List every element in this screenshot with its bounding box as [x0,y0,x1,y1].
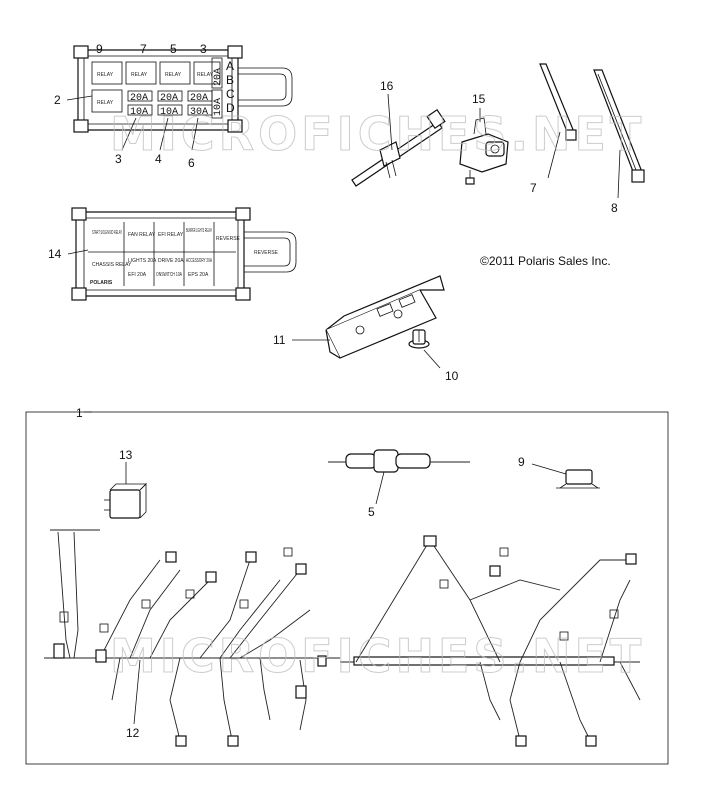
callout-9: 9 [518,455,525,469]
cover-cell: EFI RELAY [158,232,184,238]
callout-5: 5 [368,505,375,519]
callout-7: 7 [530,181,537,195]
relay-label: RELAY [131,72,148,78]
watermark-top: MICROFICHES.NET [110,107,645,161]
relay-label: RELAY [97,72,114,78]
callout-11: 11 [273,333,286,347]
copyright-notice: ©2011 Polaris Sales Inc. [480,254,611,268]
cover-cell: DRIVE 20A [158,258,184,264]
callout-16: 16 [380,79,394,93]
relay [104,483,147,519]
callout-2: 2 [54,93,61,107]
row-letter-c: C [226,87,235,101]
callout-10: 10 [445,369,459,383]
cover-cell: START SOLENOID RELAY [92,230,122,236]
cable-tie-clip [351,109,446,187]
mounting-bracket [325,275,445,359]
callout-12: 12 [126,726,140,740]
fuse-box-cover: START SOLENOID RELAY FAN RELAY EFI RELAY… [71,207,297,301]
harness-assembly-frame [25,411,669,765]
relay-label: RELAY [165,72,182,78]
cover-cell: EPS 20A [188,272,209,278]
inline-fuse-holder [328,449,470,473]
fuse-10a: 10A [130,107,148,118]
cover-reverse-label: REVERSE [254,250,279,256]
cover-cell: ACCESSORY 20A [186,258,212,264]
relay-label: RELAY [197,72,214,78]
row-letter-a: A [226,59,234,73]
main-wire-harness [44,529,641,747]
cover-cell: FAN RELAY [128,232,156,238]
cover-cell: EFI 20A [128,272,147,278]
side-fuse-10a: 10A [213,98,224,116]
fuse-20a: 20A [190,93,208,104]
fuse-20a: 20A [160,93,178,104]
callout-4: 4 [155,152,162,166]
cover-cell: BUMPER LIGHTS RELAY [186,228,212,234]
callout-8: 8 [611,201,618,215]
callout-15: 15 [472,92,486,106]
push-rivet [408,329,430,349]
fuse-box-base: 9 7 5 3 RELAY RELAY RELAY RELAY RELAY 20… [73,42,293,133]
callout-6: 6 [188,156,195,170]
row-letter-b: B [226,73,234,87]
cover-reverse-label: REVERSE [216,236,241,242]
cable-tie-small [539,63,577,141]
watermark-bottom: MICROFICHES.NET [110,629,645,683]
callout-3: 3 [115,152,122,166]
fuse-10a: 10A [160,107,178,118]
top-number-9: 9 [96,42,103,56]
row-letter-d: D [226,101,235,115]
top-number-5: 5 [170,42,177,56]
cover-cell: CHASSIS RELAY [92,262,132,268]
callout-1: 1 [76,406,83,420]
cover-cell: ONSWITCH 10A [156,272,182,278]
relay-label: RELAY [97,100,114,106]
callout-13: 13 [119,448,133,462]
fuse-30a: 30A [190,107,208,118]
top-number-7: 7 [140,42,147,56]
cable-tie-large [593,69,645,183]
side-fuse-20a: 20A [213,68,224,86]
cover-brand: POLARIS [90,280,113,286]
callout-14: 14 [48,247,62,261]
top-number-3: 3 [200,42,207,56]
fuse-20a: 20A [130,93,148,104]
electrical-connector [459,117,509,185]
mini-fuse [556,469,600,489]
cover-cell: LIGHTS 20A [128,258,157,264]
